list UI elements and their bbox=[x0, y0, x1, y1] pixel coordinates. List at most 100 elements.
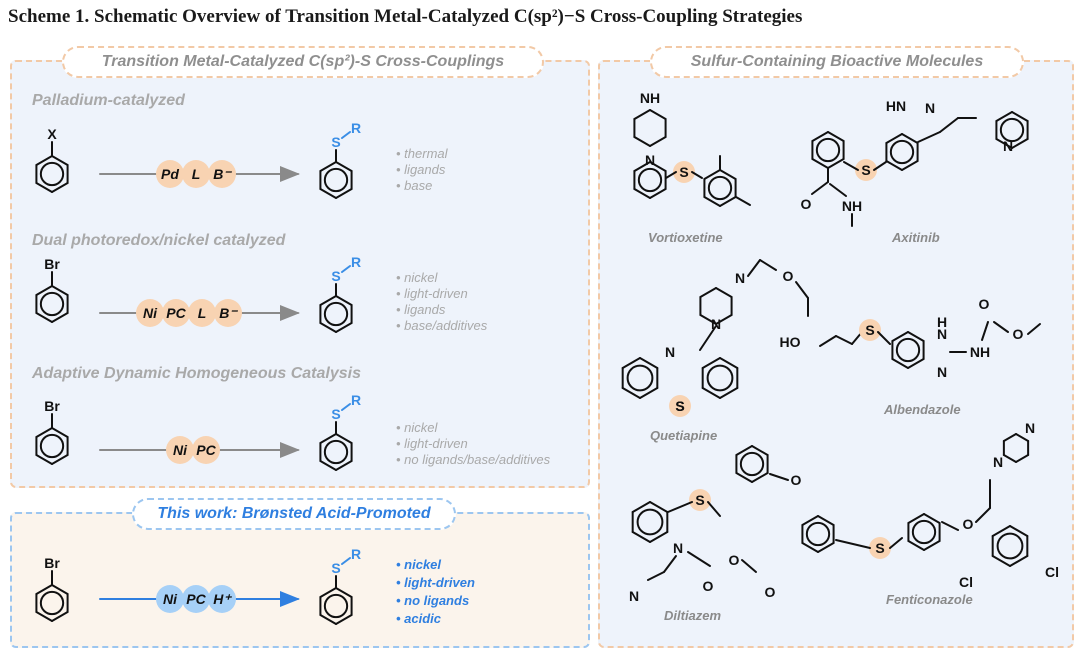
condition-item: nickel bbox=[396, 270, 487, 286]
catalyst-bubble bbox=[182, 160, 210, 188]
bond bbox=[747, 259, 761, 277]
condition-item: no ligands bbox=[396, 592, 475, 610]
aromatic-ring bbox=[996, 532, 1024, 560]
molecule-label-axitinib: Axitinib bbox=[892, 230, 940, 245]
catalyst-bubble bbox=[166, 436, 194, 464]
atom-label: HN bbox=[886, 98, 906, 114]
bond bbox=[341, 403, 351, 411]
bond bbox=[335, 614, 353, 625]
bond bbox=[703, 169, 721, 180]
bond bbox=[631, 531, 651, 543]
condition-item: acidic bbox=[396, 610, 475, 628]
bond bbox=[715, 314, 733, 325]
catalyst-bubble bbox=[156, 160, 184, 188]
r-group-label: R bbox=[351, 546, 361, 562]
aromatic-ring bbox=[39, 291, 65, 317]
aromatic-ring bbox=[707, 175, 733, 201]
bond bbox=[633, 136, 651, 147]
bond bbox=[719, 357, 739, 369]
aromatic-ring bbox=[889, 139, 915, 165]
bond bbox=[319, 587, 337, 598]
r-group-label: R bbox=[351, 254, 361, 270]
atom-label: O bbox=[801, 196, 812, 212]
bond bbox=[319, 614, 337, 625]
catalyst-bubble bbox=[136, 299, 164, 327]
bond bbox=[703, 196, 721, 207]
bond bbox=[35, 584, 53, 595]
atom-label: NH bbox=[842, 198, 862, 214]
atom-label: N bbox=[629, 588, 639, 604]
section-title-adaptive: Adaptive Dynamic Homogeneous Catalysis bbox=[32, 365, 361, 382]
aromatic-ring bbox=[323, 301, 349, 327]
bond bbox=[35, 611, 53, 622]
catalyst-bubble bbox=[192, 436, 220, 464]
bond bbox=[901, 160, 919, 171]
highlight-circle bbox=[669, 395, 691, 417]
conditions-palladium: thermal ligands base bbox=[396, 146, 447, 194]
conditions-dual: nickel light-driven ligands base/additiv… bbox=[396, 270, 487, 334]
atom-label: Cl bbox=[959, 574, 973, 590]
bond bbox=[991, 525, 1011, 537]
bond bbox=[843, 161, 859, 171]
sulfur-label: S bbox=[865, 322, 874, 338]
bond bbox=[35, 285, 53, 296]
bond bbox=[819, 335, 837, 347]
bond bbox=[707, 501, 721, 517]
sulfur-label: S bbox=[331, 134, 340, 150]
sulfur-label: S bbox=[331, 560, 340, 576]
atom-label: N bbox=[665, 344, 675, 360]
atom-label: N bbox=[1025, 420, 1035, 436]
bond bbox=[667, 501, 693, 513]
bond bbox=[719, 196, 737, 207]
bond bbox=[319, 460, 337, 471]
bond bbox=[907, 331, 925, 342]
conditions-adaptive: nickel light-driven no ligands/base/addi… bbox=[396, 420, 550, 468]
atom-label: N bbox=[925, 100, 935, 116]
bond bbox=[917, 131, 941, 143]
bond bbox=[835, 335, 853, 345]
catalyst-bubble bbox=[208, 585, 236, 613]
bond bbox=[51, 155, 69, 166]
catalyst-label: PC bbox=[186, 591, 206, 607]
atom-label: O bbox=[765, 584, 776, 600]
bond bbox=[741, 559, 757, 573]
bond bbox=[939, 117, 959, 133]
r-group-label: R bbox=[351, 120, 361, 136]
catalyst-label: Ni bbox=[163, 591, 178, 607]
bond bbox=[51, 454, 69, 465]
bond bbox=[923, 540, 941, 551]
bond bbox=[35, 427, 53, 438]
highlight-circle bbox=[855, 159, 877, 181]
bond bbox=[891, 331, 909, 342]
bond bbox=[873, 161, 887, 171]
bond bbox=[907, 540, 925, 551]
bond bbox=[1011, 138, 1029, 149]
bond bbox=[701, 357, 721, 369]
bond bbox=[877, 331, 891, 345]
atom-label: O bbox=[783, 268, 794, 284]
bond bbox=[621, 357, 641, 369]
scheme-caption: Scheme 1. Schematic Overview of Transiti… bbox=[8, 6, 803, 27]
bond bbox=[35, 312, 53, 323]
aromatic-ring bbox=[626, 364, 654, 392]
condition-item: thermal bbox=[396, 146, 447, 162]
bond bbox=[719, 169, 737, 180]
atom-label: H bbox=[937, 314, 947, 330]
bond bbox=[1009, 525, 1029, 537]
bond bbox=[631, 501, 651, 513]
sulfur-label: S bbox=[675, 398, 684, 414]
atom-label: HO bbox=[780, 334, 801, 350]
catalyst-label: PC bbox=[166, 305, 186, 321]
highlight-circle bbox=[689, 489, 711, 511]
bond bbox=[827, 158, 845, 169]
bond bbox=[817, 542, 835, 553]
highlight-circle bbox=[859, 319, 881, 341]
condition-item: no ligands/base/additives bbox=[396, 452, 550, 468]
catalyst-bubble bbox=[182, 585, 210, 613]
bond bbox=[335, 295, 353, 306]
bond bbox=[341, 131, 351, 139]
substituent-label: Br bbox=[44, 256, 60, 272]
r-group-label: R bbox=[351, 392, 361, 408]
atom-label: N bbox=[937, 326, 947, 342]
bond bbox=[51, 285, 69, 296]
